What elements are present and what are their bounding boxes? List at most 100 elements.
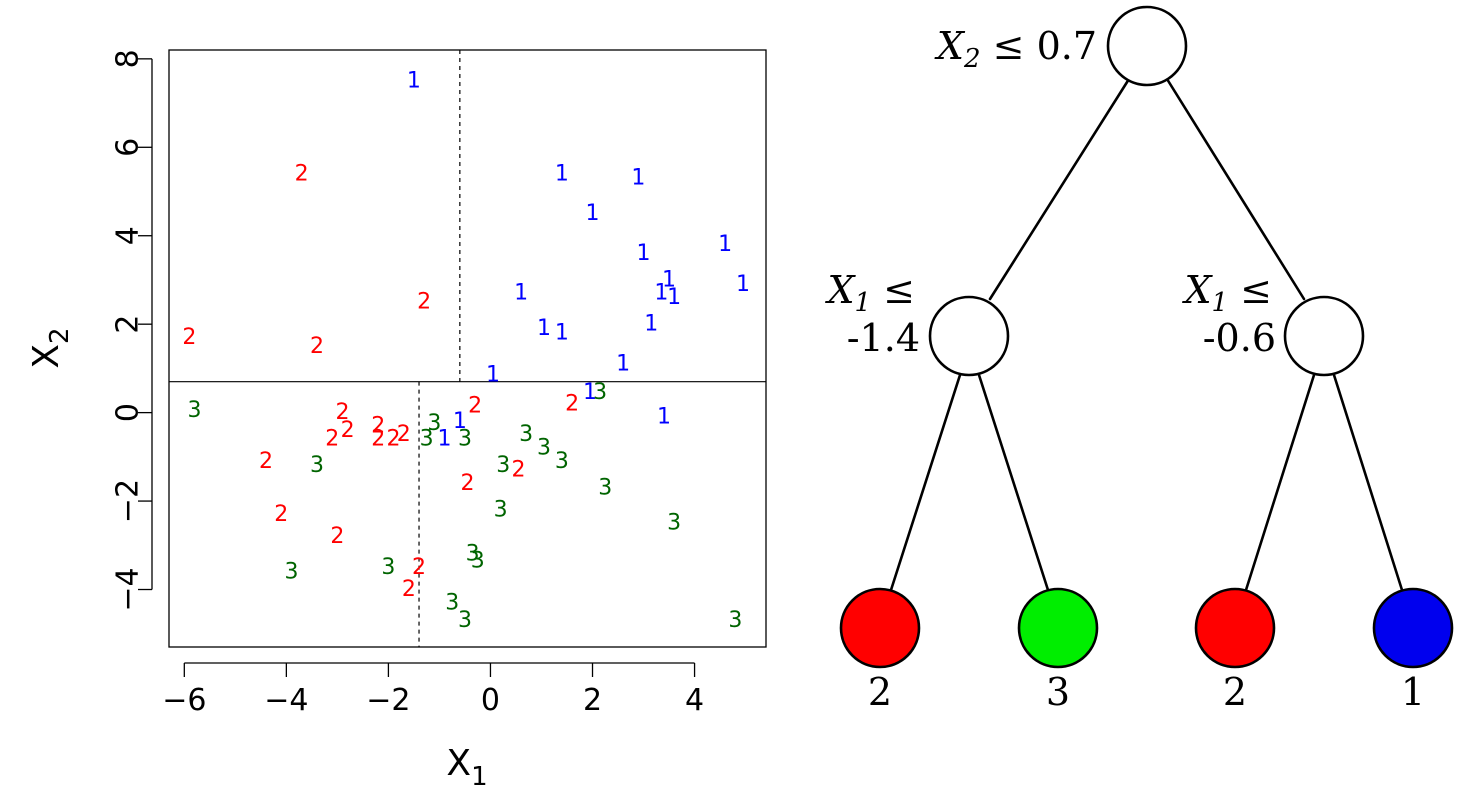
point-class-2: 2 [325, 427, 339, 452]
left-split-var: X [824, 268, 856, 312]
point-class-1: 1 [657, 405, 671, 430]
x-tick-label: −6 [162, 683, 206, 718]
point-class-2: 2 [330, 524, 344, 549]
tree-node-right [1283, 295, 1365, 377]
plot-frame [168, 49, 767, 648]
x-tick-label: 2 [583, 683, 602, 718]
y-tick-label: −2 [111, 479, 146, 523]
y-axis-label-main: X [26, 344, 67, 369]
point-class-3: 3 [667, 511, 681, 536]
point-class-1: 1 [644, 312, 658, 337]
tree-leaf-1 [839, 587, 921, 669]
x-axis-label: X1 [446, 743, 487, 785]
y-tick-label: 2 [111, 315, 146, 334]
root-split-op [981, 24, 993, 68]
right-split-value: -0.6 [1203, 316, 1276, 360]
left-split-space [871, 268, 883, 312]
point-class-2: 2 [259, 449, 273, 474]
x-tick-label: −2 [366, 683, 410, 718]
edge-right-leaf3 [1244, 373, 1316, 592]
point-class-1: 1 [718, 232, 732, 257]
point-class-1: 1 [662, 267, 676, 292]
edge-root-left [988, 77, 1131, 301]
right-split-sub: 1 [1212, 288, 1229, 318]
split-lines [169, 50, 766, 647]
point-class-3: 3 [188, 398, 202, 423]
x-axis-label-sub: 1 [471, 762, 488, 785]
point-class-1: 1 [438, 427, 452, 452]
point-class-1: 1 [736, 272, 750, 297]
point-class-1: 1 [407, 68, 421, 93]
y-tick-label: 6 [111, 138, 146, 157]
left-split-label: X1 ≤ [824, 268, 915, 318]
point-class-3: 3 [555, 449, 569, 474]
edge-left-leaf1 [889, 373, 962, 592]
y-axis-label-sub: 2 [45, 327, 75, 344]
point-class-2: 2 [468, 393, 482, 418]
root-split-sub: 2 [963, 44, 981, 74]
point-class-3: 3 [427, 411, 441, 436]
leaf-2-label: 3 [1046, 670, 1070, 714]
tree-root-node [1106, 5, 1188, 87]
tree-edges [889, 77, 1404, 592]
point-class-1: 1 [555, 321, 569, 346]
root-split-space [1024, 24, 1036, 68]
x-axis-label-main: X [446, 743, 471, 784]
root-split-var: X [934, 24, 966, 68]
point-class-2: 2 [412, 555, 426, 580]
point-class-1: 1 [555, 161, 569, 186]
edge-left-leaf2 [977, 373, 1050, 592]
point-class-1: 1 [616, 351, 630, 376]
tree-leaf-4 [1372, 587, 1454, 669]
x-tick-label: 4 [685, 683, 704, 718]
tree-leaf-3 [1194, 587, 1276, 669]
point-class-2: 2 [402, 577, 416, 602]
point-class-2: 2 [387, 427, 401, 452]
tree-leaf-2 [1017, 587, 1099, 669]
point-class-2: 2 [295, 161, 309, 186]
tree-node-left [928, 295, 1010, 377]
point-class-1: 1 [586, 201, 600, 226]
point-class-3: 3 [537, 436, 551, 461]
left-split-sub: 1 [855, 288, 872, 318]
point-class-2: 2 [371, 427, 385, 452]
right-split-label: X1 ≤ [1181, 268, 1272, 318]
y-tick-label: 4 [111, 226, 146, 245]
y-tick-label: −4 [111, 567, 146, 611]
point-class-1: 1 [637, 241, 651, 266]
edge-root-right [1165, 77, 1306, 301]
point-class-3: 3 [519, 422, 533, 447]
point-class-1: 1 [667, 285, 681, 310]
y-axis-label: X2 [26, 327, 75, 368]
right-split-op: ≤ [1240, 268, 1272, 312]
point-class-3: 3 [458, 427, 472, 452]
point-class-1: 1 [654, 281, 668, 306]
point-class-1: 1 [583, 380, 597, 405]
right-split-var: X [1181, 268, 1213, 312]
point-class-3: 3 [466, 542, 480, 567]
point-class-3: 3 [593, 380, 607, 405]
point-class-1: 1 [486, 363, 500, 388]
point-class-3: 3 [494, 497, 508, 522]
point-class-3: 3 [458, 608, 472, 633]
point-class-2: 2 [341, 418, 355, 443]
point-class-2: 2 [371, 413, 385, 438]
point-class-3: 3 [381, 555, 395, 580]
point-class-3: 3 [420, 427, 434, 452]
x-tick-label: −4 [264, 683, 308, 718]
left-split-value: -1.4 [847, 316, 920, 360]
point-class-2: 2 [565, 391, 579, 416]
point-class-2: 2 [274, 502, 288, 527]
point-class-2: 2 [417, 290, 431, 315]
point-class-2: 2 [461, 471, 475, 496]
x-tick-label: 0 [481, 683, 500, 718]
leaf-1-label: 2 [868, 670, 892, 714]
point-class-3: 3 [445, 590, 459, 615]
leaf-4-label: 1 [1401, 670, 1425, 714]
point-class-3: 3 [598, 475, 612, 500]
root-split-value: 0.7 [1037, 24, 1097, 68]
root-split-op-symbol: ≤ [993, 24, 1025, 68]
